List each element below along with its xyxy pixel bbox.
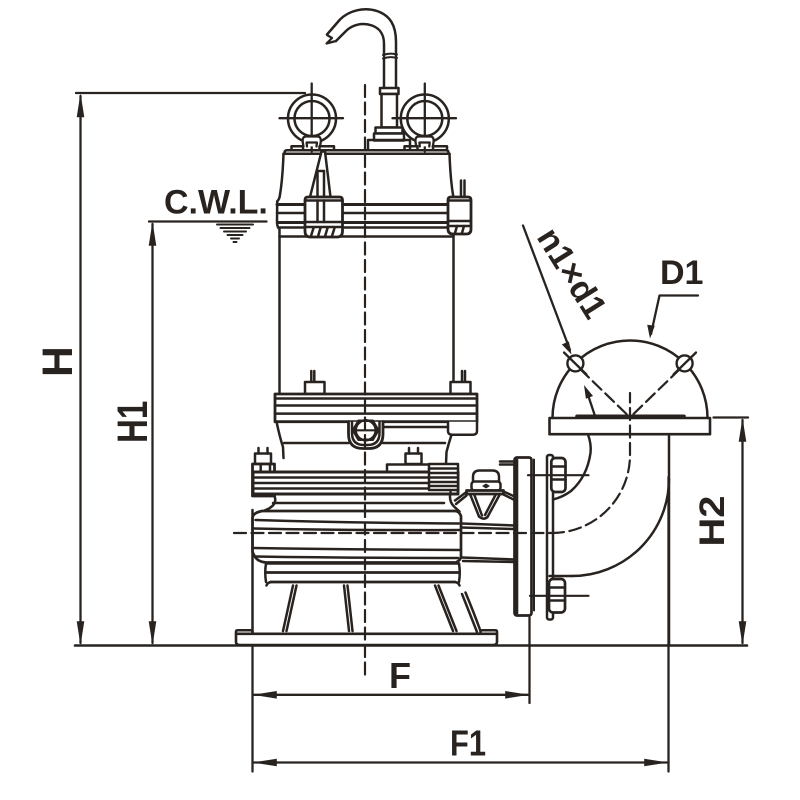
svg-text:F: F xyxy=(389,655,411,696)
svg-text:D1: D1 xyxy=(660,254,703,292)
svg-text:F1: F1 xyxy=(450,723,486,764)
svg-text:H2: H2 xyxy=(692,496,731,547)
svg-text:H: H xyxy=(34,346,82,377)
svg-text:C.W.L.: C.W.L. xyxy=(164,184,268,222)
svg-text:H1: H1 xyxy=(110,401,157,443)
